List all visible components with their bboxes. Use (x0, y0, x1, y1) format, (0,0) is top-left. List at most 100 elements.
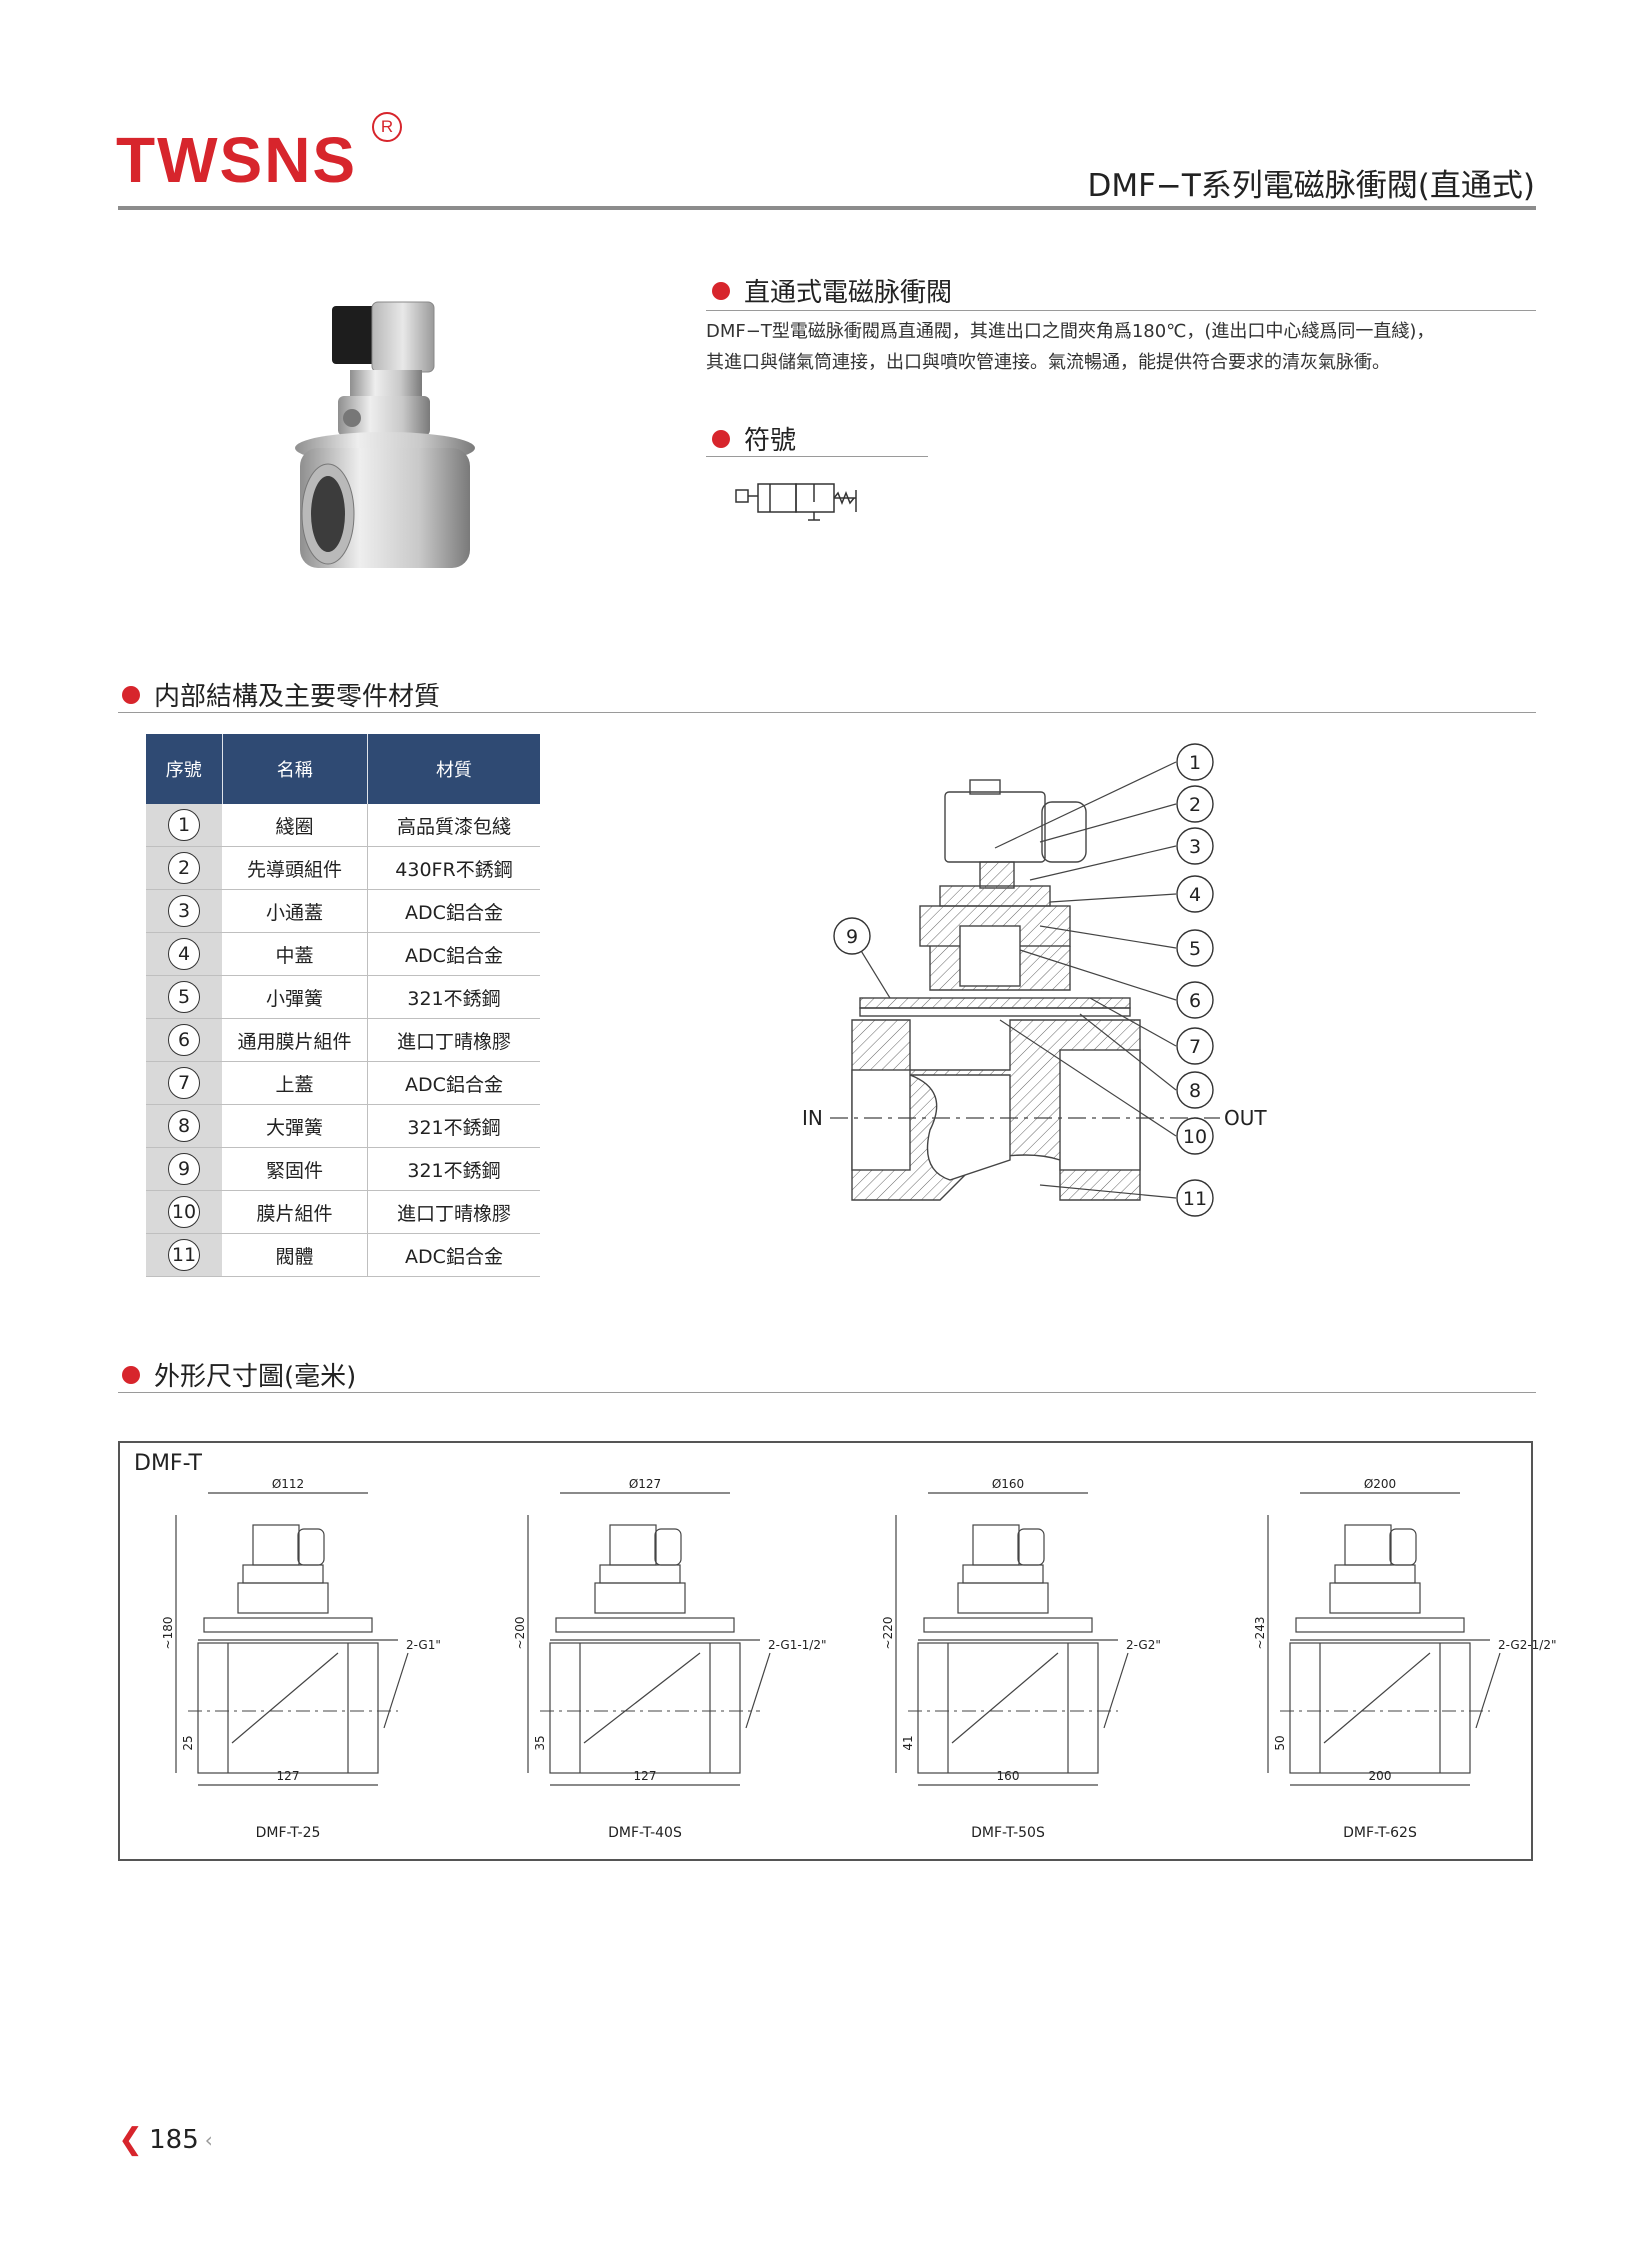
col-header-material: 材質 (367, 734, 540, 804)
row-number: 11 (168, 1239, 200, 1271)
registered-mark: R (372, 112, 402, 142)
center-dimension: 50 (1273, 1735, 1287, 1750)
height-dimension: ~220 (881, 1617, 895, 1650)
width-dimension: 200 (1369, 1769, 1392, 1783)
intro-heading: 直通式電磁脉衝閥 (712, 272, 952, 309)
row-number: 5 (168, 981, 200, 1013)
height-dimension: ~200 (513, 1617, 527, 1650)
chevron-left-small-icon: ‹ (204, 2127, 213, 2152)
bullet-dot (122, 1365, 140, 1384)
part-name: 膜片組件 (222, 1190, 368, 1234)
port-dimension: 2-G1-1/2" (768, 1638, 827, 1652)
width-dimension: 127 (634, 1769, 657, 1783)
diameter-dimension: Ø112 (272, 1477, 304, 1491)
dimensions-rule (118, 1392, 1536, 1393)
height-dimension: ~243 (1253, 1617, 1267, 1650)
page-title: DMF−T系列電磁脉衝閥(直通式) (1087, 168, 1535, 204)
callout-4: 4 (1176, 875, 1214, 913)
chevron-left-icon: ❮ (118, 2122, 144, 2157)
width-dimension: 127 (277, 1769, 300, 1783)
svg-text:7: 7 (1189, 1036, 1201, 1058)
center-dimension: 41 (901, 1735, 915, 1750)
series-label: DMF-T (134, 1451, 202, 1476)
svg-text:6: 6 (1189, 990, 1201, 1012)
svg-text:11: 11 (1183, 1188, 1207, 1210)
part-name: 上蓋 (222, 1061, 368, 1105)
center-dimension: 25 (181, 1735, 195, 1750)
table-header-row: 序號 名稱 材質 (146, 734, 540, 804)
product-photo (295, 301, 475, 568)
part-name: 通用膜片組件 (222, 1018, 368, 1062)
diameter-dimension: Ø200 (1364, 1477, 1396, 1491)
part-material: ADC鋁合金 (367, 1233, 540, 1277)
row-number: 3 (168, 895, 200, 927)
port-dimension: 2-G2-1/2" (1498, 1638, 1557, 1652)
part-name: 大彈簧 (222, 1104, 368, 1148)
diameter-dimension: Ø160 (992, 1477, 1024, 1491)
part-material: 321不銹鋼 (367, 1147, 540, 1191)
svg-text:4: 4 (1189, 884, 1201, 906)
part-name: 小彈簧 (222, 975, 368, 1019)
dimensions-heading: 外形尺寸圖(毫米) (122, 1356, 356, 1393)
model-label: DMF-T-50S (971, 1825, 1045, 1841)
svg-text:10: 10 (1183, 1126, 1207, 1148)
structure-heading: 内部結構及主要零件材質 (122, 676, 440, 713)
callout-7: 7 (1176, 1027, 1214, 1065)
callout-10: 10 (1176, 1117, 1214, 1155)
part-name: 小通蓋 (222, 889, 368, 933)
bullet-dot (712, 281, 730, 300)
symbol-rule (706, 456, 928, 457)
col-header-no: 序號 (146, 734, 223, 804)
page-number: ❮ 185 ‹ (118, 2122, 213, 2157)
table-row: 10 膜片組件進口丁晴橡膠 (146, 1190, 540, 1234)
part-name: 中蓋 (222, 932, 368, 976)
cross-section-diagram: IN OUT 1 2 3 4 5 6 7 8 9 10 11 (802, 743, 1267, 1217)
svg-text:9: 9 (846, 926, 858, 948)
callout-11: 11 (1176, 1179, 1214, 1217)
part-material: ADC鋁合金 (367, 932, 540, 976)
symbol-heading: 符號 (712, 420, 796, 457)
part-material: 進口丁晴橡膠 (367, 1190, 540, 1234)
row-number: 9 (168, 1153, 200, 1185)
part-name: 閥體 (222, 1233, 368, 1277)
valve-symbol (735, 483, 857, 521)
part-name: 先導頭組件 (222, 846, 368, 890)
header-divider (118, 206, 1536, 210)
model-label: DMF-T-25 (256, 1825, 321, 1841)
part-material: 321不銹鋼 (367, 1104, 540, 1148)
row-number: 4 (168, 938, 200, 970)
port-dimension: 2-G2" (1126, 1638, 1161, 1652)
model-label: DMF-T-40S (608, 1825, 682, 1841)
svg-text:3: 3 (1189, 836, 1201, 858)
part-material: ADC鋁合金 (367, 889, 540, 933)
port-dimension: 2-G1" (406, 1638, 441, 1652)
center-dimension: 35 (533, 1735, 547, 1750)
row-number: 10 (168, 1196, 200, 1228)
structure-rule (118, 712, 1536, 713)
dimension-drawings: Ø112~180251272-G1"DMF-T-25Ø127~200351272… (161, 1477, 1557, 1841)
intro-rule (706, 310, 1536, 311)
row-number: 2 (168, 852, 200, 884)
col-header-name: 名稱 (222, 734, 368, 804)
callout-2: 2 (1176, 785, 1214, 823)
callout-9: 9 (833, 917, 871, 955)
out-label: OUT (1224, 1106, 1267, 1130)
bullet-dot (712, 429, 730, 448)
part-name: 緊固件 (222, 1147, 368, 1191)
brand-logo: TWSNS (116, 124, 358, 196)
svg-text:5: 5 (1189, 938, 1201, 960)
diameter-dimension: Ø127 (629, 1477, 661, 1491)
intro-description: DMF−T型電磁脉衝閥爲直通閥，其進出口之間夾角爲180℃，(進出口中心綫爲同一… (706, 321, 1435, 373)
dimension-drawing-dmf-t-40s: Ø127 ~200 35 127 2-G1-1/2" DMF-T-40S (513, 1477, 827, 1841)
